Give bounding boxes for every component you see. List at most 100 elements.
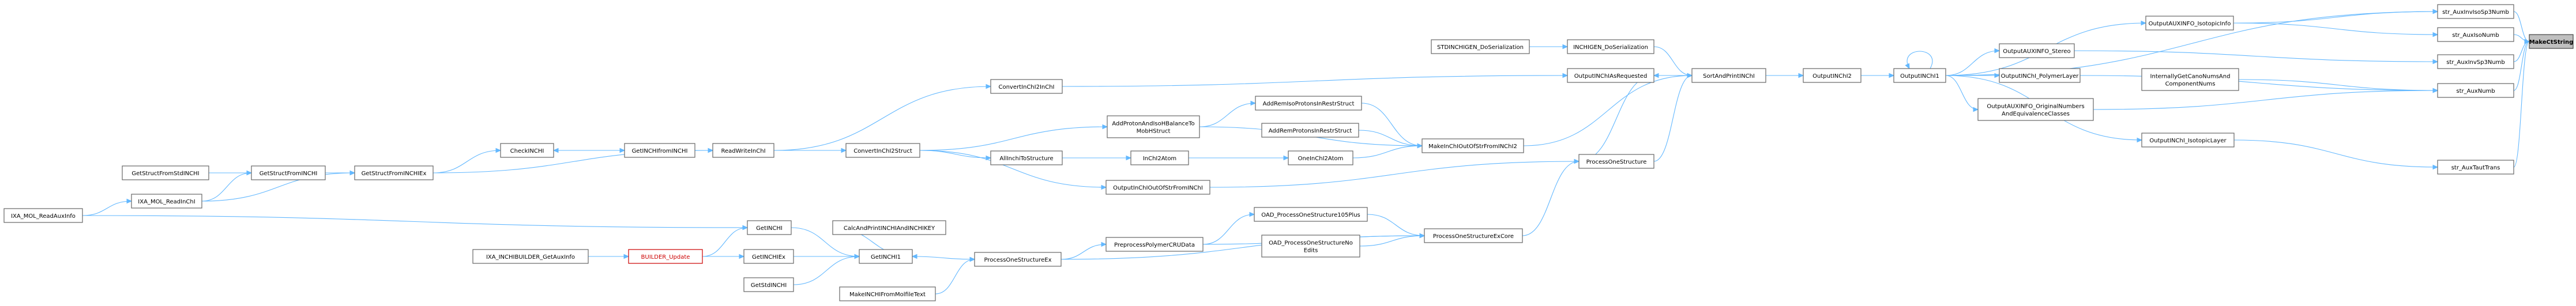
node-str-auxisonumb[interactable]: str_AuxIsoNumb: [2437, 27, 2514, 42]
node-label: str_AuxIsoNumb: [2452, 32, 2499, 39]
edge-GetINCHI1-to-ProcessOneStructureEx: [912, 256, 976, 262]
edge-OutputAUXINFO_OriginalNumbersAndEquivalenceClasses-to-str_AuxNumb: [2093, 88, 2439, 110]
node-outputauxinfo-originalnumbersandequivalenceclasses[interactable]: OutputAUXINFO_OriginalNumbersAndEquivale…: [1977, 98, 2094, 121]
node-outputinchiasrequested[interactable]: OutputINChIAsRequested: [1567, 68, 1654, 83]
edge-ReadWriteInChI-to-ConvertInChI2Struct: [774, 148, 847, 153]
node-oneinchi2atom[interactable]: OneInChI2Atom: [1288, 150, 1353, 165]
node-calcandprintinchiandinchikey[interactable]: CalcAndPrintINCHIAndINCHIKEY: [832, 220, 946, 235]
edge-GetStructFromINCHIEx-to-CheckINCHI: [433, 148, 502, 173]
edge-ProcessOneStructureExCore-to-ProcessOneStructure: [1522, 158, 1580, 236]
node-label: GetINCHIfromINCHI: [632, 148, 688, 154]
edge-GetINCHIEx-to-GetINCHI1: [794, 254, 860, 259]
node-oad-processonestructure105plus[interactable]: OAD_ProcessOneStructure105Plus: [1254, 207, 1368, 222]
node-label: GetStructFromINCHI: [260, 171, 318, 177]
edge-IXA_MOL_ReadAuxInfo-to-GetINCHI: [82, 215, 749, 231]
node-label: ProcessOneStructureExCore: [1433, 233, 1514, 240]
node-label: STDINCHIGEN_DoSerialization: [1437, 44, 1524, 51]
node-label: str_AuxNumb: [2456, 88, 2495, 95]
node-processonestructureexcore[interactable]: ProcessOneStructureExCore: [1424, 228, 1523, 243]
node-checkinchi[interactable]: CheckINCHI: [500, 143, 554, 158]
edge-OutputInChIOutOfStrFromINChI-to-ProcessOneStructure: [1209, 158, 1580, 188]
edge-ConvertInChI2InChI-to-OutputINChIAsRequested: [1062, 73, 1569, 87]
node-convertinchi2struct[interactable]: ConvertInChI2Struct: [845, 143, 920, 158]
node-label: GetStructFromINCHIEx: [362, 171, 427, 177]
node-outputauxinfo-isotopicinfo[interactable]: OutputAUXINFO_IsotopicInfo: [2145, 16, 2234, 31]
node-label: MakeCtString: [2529, 39, 2574, 46]
node-addremprotonsinrestrstruct[interactable]: AddRemProtonsInRestrStruct: [1261, 123, 1359, 138]
edge-GetStructFromStdINCHI-to-GetStructFromINCHI: [208, 170, 253, 176]
node-addremisoprotonsinrestrstruct[interactable]: AddRemIsoProtonsInRestrStruct: [1255, 96, 1362, 111]
node-outputinchi2[interactable]: OutputINChI2: [1803, 68, 1862, 83]
edge-PreprocessPolymerCRUData-to-OAD_ProcessOneStructure105Plus: [1202, 211, 1255, 245]
node-readwriteinchi[interactable]: ReadWriteInChI: [712, 143, 774, 158]
node-label: OneInChI2Atom: [1298, 156, 1344, 162]
node-getstructfromstdinchi[interactable]: GetStructFromStdINCHI: [122, 165, 209, 180]
node-convertinchi2inchi[interactable]: ConvertInChI2InChI: [990, 79, 1063, 94]
node-str-auxnumb[interactable]: str_AuxNumb: [2437, 83, 2514, 98]
edge-OutputINChI1-to-OutputAUXINFO_Stereo: [1945, 48, 2000, 76]
node-stdinchigen-doserialization[interactable]: STDINCHIGEN_DoSerialization: [1431, 39, 1530, 54]
node-label: ReadWriteInChI: [721, 148, 765, 154]
node-label: MakeInChIOutOfStrFromINChI2: [1428, 143, 1517, 150]
edge-IXA_INCHIBUILDER_GetAuxInfo-to-BUILDER_Update: [588, 254, 630, 259]
node-processonestructureex[interactable]: ProcessOneStructureEx: [974, 252, 1062, 267]
node-ixa-mol-readauxinfo[interactable]: IXA_MOL_ReadAuxInfo: [3, 208, 83, 223]
edge-OutputINChI2-to-OutputINChI1: [1861, 73, 1895, 78]
node-outputinchioutofstrfrominchi[interactable]: OutputInChIOutOfStrFromINChI: [1105, 180, 1210, 195]
node-getstructfrominchi[interactable]: GetStructFromINCHI: [251, 165, 326, 180]
node-label: OAD_ProcessOneStructure105Plus: [1261, 212, 1360, 218]
node-builder-update[interactable]: BUILDER_Update: [628, 249, 703, 264]
node-outputinchi-polymerlayer[interactable]: OutputINChI_PolymerLayer: [1999, 68, 2081, 83]
edge-MakeINCHIFromMolfileText-to-ProcessOneStructureEx: [935, 256, 976, 294]
node-label: GetStdINCHI: [751, 282, 787, 289]
node-label: GetINCHI1: [871, 254, 901, 260]
node-sortandprintinchi[interactable]: SortAndPrintINChI: [1691, 68, 1766, 83]
node-label: OutputINChI1: [1900, 73, 1939, 80]
edge-MakeInChIOutOfStrFromINChI2-to-SortAndPrintINChI: [1523, 73, 1693, 146]
node-label: PreprocessPolymerCRUData: [1114, 242, 1195, 248]
node-str-auxinvsp3numb[interactable]: str_AuxInvSp3Numb: [2437, 54, 2514, 69]
node-getinchiex[interactable]: GetINCHIEx: [743, 249, 794, 264]
node-getinchi[interactable]: GetINCHI: [747, 220, 792, 235]
node-label: OutputINChI2: [1812, 73, 1852, 80]
node-getstdinchi[interactable]: GetStdINCHI: [743, 277, 794, 292]
edge-str_AuxInvIsoSp3Numb-to-MakeCtString: [2513, 11, 2530, 44]
node-outputinchi-isotopiclayer[interactable]: OutputINChI_IsotopicLayer: [2141, 133, 2235, 148]
node-label: SortAndPrintINChI: [1703, 73, 1755, 80]
node-str-auxtauttrans[interactable]: str_AuxTautTrans: [2437, 160, 2514, 175]
node-inchi2atom[interactable]: InChI2Atom: [1130, 150, 1189, 165]
node-outputinchi1[interactable]: OutputINChI1: [1893, 68, 1946, 83]
node-makectstring[interactable]: MakeCtString: [2529, 34, 2574, 49]
nodes-layer: MakeCtString str_AuxInvIsoSp3NumbOutputAU…: [3, 4, 2574, 301]
node-processonestructure[interactable]: ProcessOneStructure: [1578, 154, 1654, 169]
edge-str_AuxTautTrans-to-MakeCtString: [2513, 39, 2530, 168]
edge-OutputAUXINFO_IsotopicInfo-to-str_AuxIsoNumb: [2233, 22, 2439, 37]
node-str-auxinvisosp3numb[interactable]: str_AuxInvIsoSp3Numb: [2437, 4, 2514, 19]
node-label: Edits: [1304, 248, 1318, 254]
node-outputauxinfo-stereo[interactable]: OutputAUXINFO_Stereo: [1999, 43, 2075, 58]
node-label: GetINCHIEx: [752, 254, 785, 260]
node-getinchifrominchi[interactable]: GetINCHIfromINCHI: [624, 143, 695, 158]
node-label: InChI2Atom: [1143, 156, 1176, 162]
node-label: OutputAUXINFO_IsotopicInfo: [2149, 21, 2231, 27]
node-getstructfrominchiex[interactable]: GetStructFromINCHIEx: [354, 165, 434, 180]
node-label: ConvertInChI2Struct: [853, 148, 912, 154]
node-inchigen-doserialization[interactable]: INCHIGEN_DoSerialization: [1567, 39, 1654, 54]
node-ixa-inchibuilder-getauxinfo[interactable]: IXA_INCHIBUILDER_GetAuxInfo: [472, 249, 589, 264]
node-preprocesspolymercrudata[interactable]: PreprocessPolymerCRUData: [1105, 237, 1204, 252]
node-ixa-mol-readinchi[interactable]: IXA_MOL_ReadInChI: [131, 194, 202, 209]
edge-AddProtonAndIsoHBalanceToMobHStruct-to-AddRemIsoProtonsInRestrStruct: [1199, 100, 1257, 127]
node-makeinchioutofstrfrominchi2[interactable]: MakeInChIOutOfStrFromINChI2: [1421, 138, 1524, 153]
node-getinchi1[interactable]: GetINCHI1: [859, 249, 913, 264]
node-label: AllInchiToStructure: [999, 156, 1053, 162]
node-label: MobHStruct: [1137, 129, 1171, 135]
edge-OutputINChI1-to-OutputAUXINFO_OriginalNumbersAndEquivalenceClasses: [1945, 75, 1979, 112]
node-label: INCHIGEN_DoSerialization: [1573, 44, 1648, 51]
node-allinchitostructure[interactable]: AllInchiToStructure: [990, 150, 1063, 165]
node-label: GetStructFromStdINCHI: [131, 171, 199, 177]
node-makeinchifrommolfiletext[interactable]: MakeINCHIFromMolfileText: [839, 286, 936, 301]
node-label: MakeINCHIFromMolfileText: [849, 292, 926, 298]
